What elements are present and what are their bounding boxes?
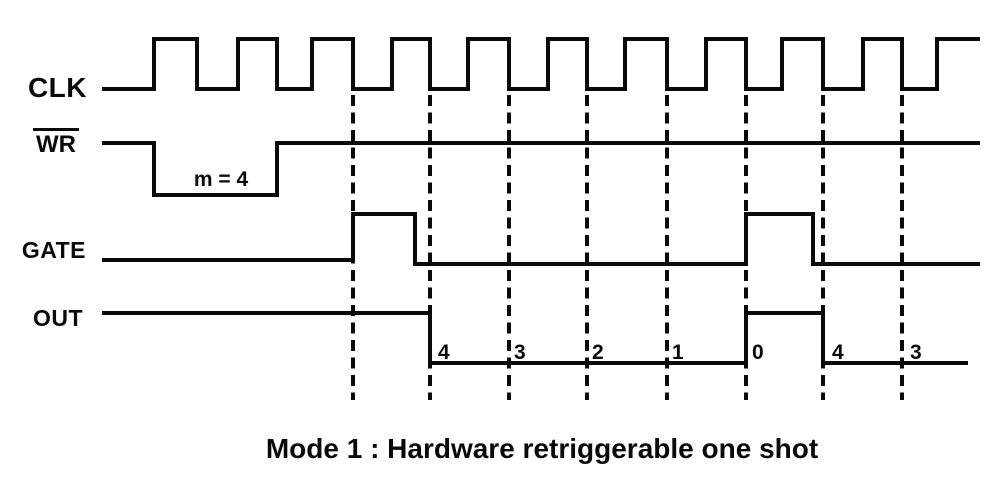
wr-overline-label: WR <box>33 128 79 157</box>
count-value-label: 4 <box>438 341 450 364</box>
signal-trace-gate <box>102 212 980 266</box>
signal-label-gate: GATE <box>21 237 86 263</box>
count-value-label: 4 <box>832 341 844 364</box>
signal-trace-wr <box>102 141 980 197</box>
signal-trace-out <box>102 311 968 365</box>
signal-label-wr: WR <box>0 128 79 157</box>
count-value-label: 3 <box>514 341 526 364</box>
signal-label-clk: CLK <box>27 72 87 103</box>
count-value-label: 0 <box>752 341 764 364</box>
count-value-label: 3 <box>910 341 922 364</box>
signal-label-out: OUT <box>32 305 83 331</box>
diagram-caption: Mode 1 : Hardware retriggerable one shot <box>265 433 819 464</box>
signal-trace-clk <box>102 37 980 91</box>
count-value-label: 2 <box>592 341 604 364</box>
count-value-label: 1 <box>672 341 684 364</box>
initial-count-annotation: m = 4 <box>193 168 249 191</box>
